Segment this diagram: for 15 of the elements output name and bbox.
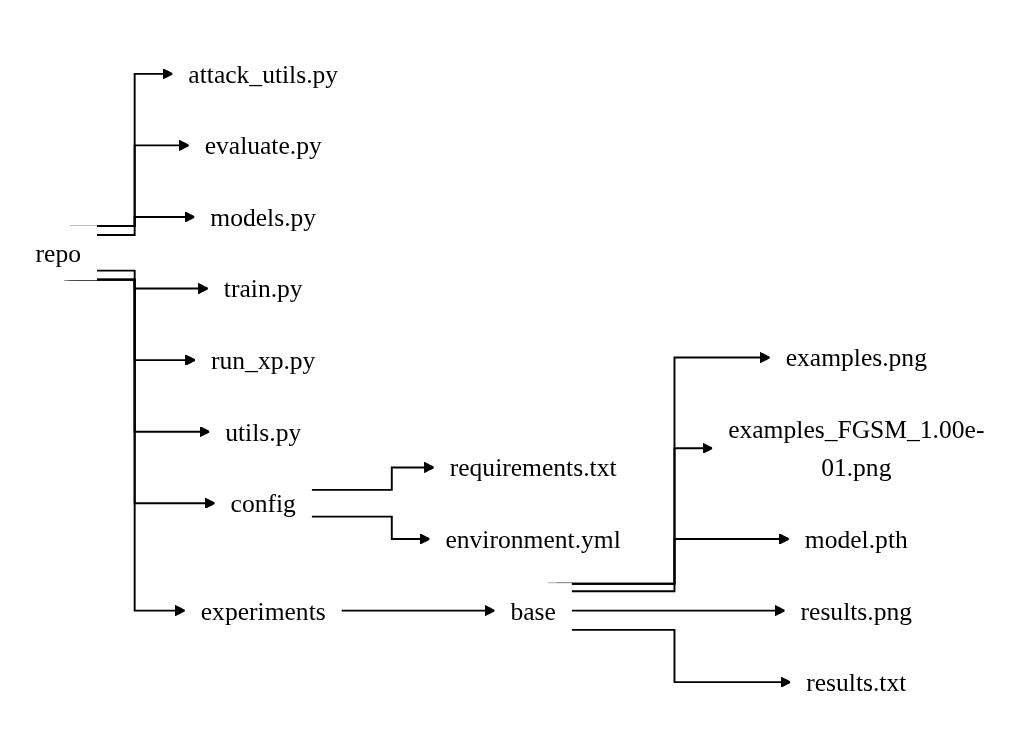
node-text: experiments (200, 596, 326, 625)
node-text: results.png (800, 596, 912, 625)
node-text: train.py (223, 274, 303, 303)
node-text: config (230, 489, 296, 518)
node-text: requirements.txt (449, 453, 617, 482)
node-text: results.txt (805, 668, 906, 697)
node-text: run_xp.py (210, 346, 315, 375)
node-text: environment.yml (444, 524, 621, 554)
node-text: examples_FGSM_1.00e-01.png (727, 415, 984, 482)
node-text: model.pth (804, 524, 908, 554)
node-text: models.py (209, 202, 316, 232)
node-text: utils.py (224, 417, 301, 446)
node-text: examples.png (785, 343, 927, 372)
node-text: evaluate.py (204, 131, 322, 160)
node-text: attack_utils.py (187, 59, 338, 88)
